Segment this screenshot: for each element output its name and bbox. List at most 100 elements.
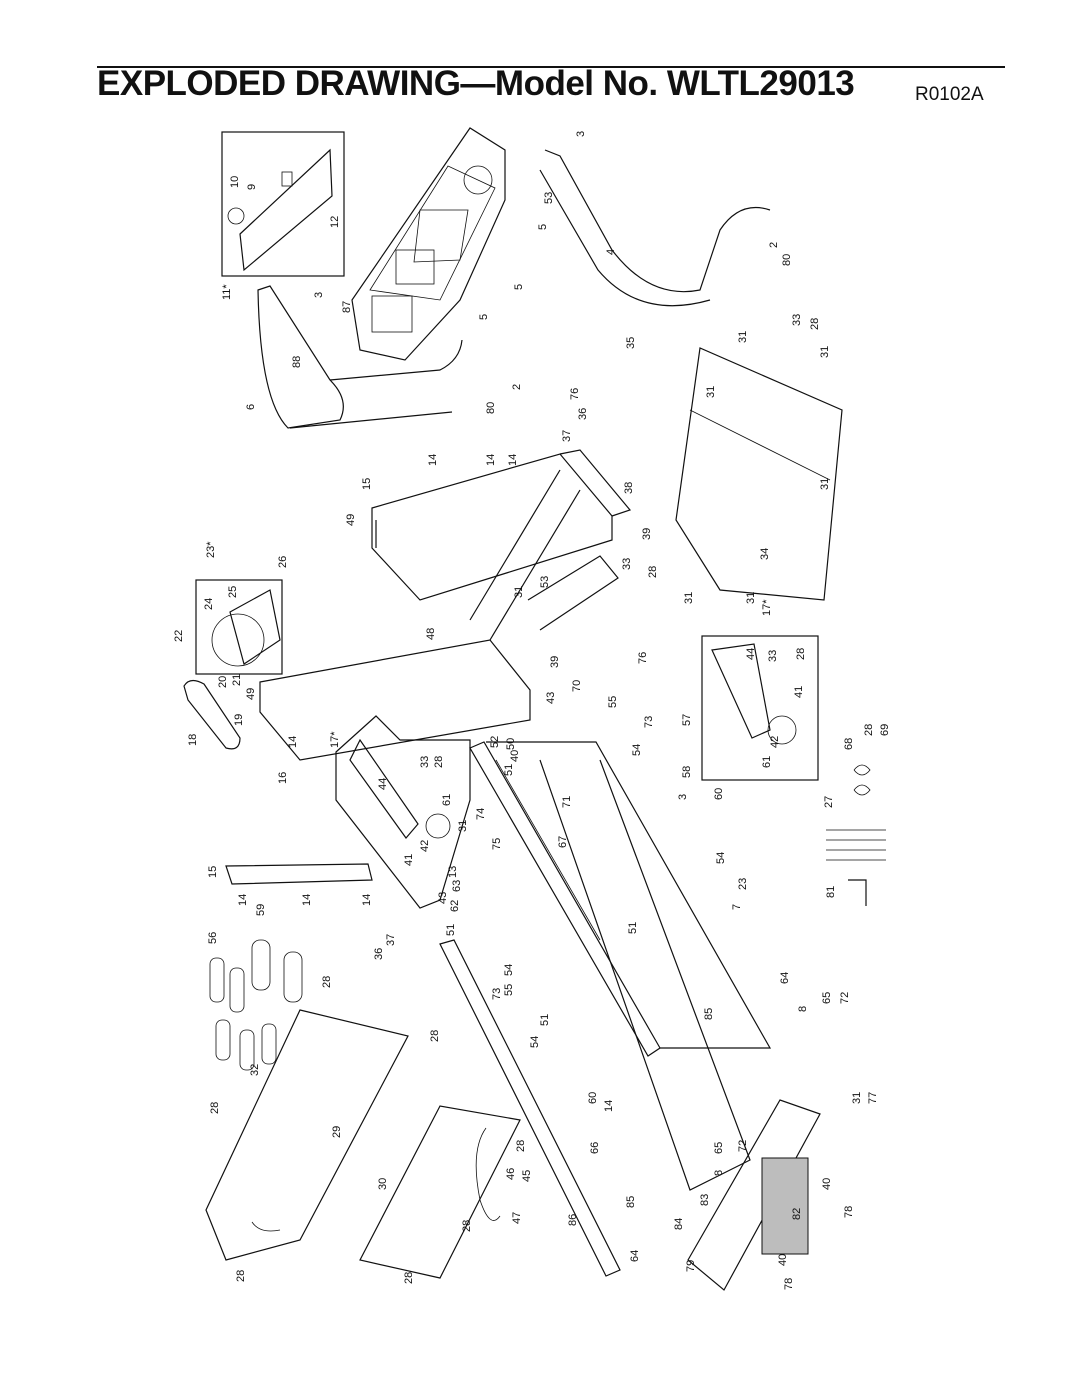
part-callout-48: 48 — [425, 628, 437, 640]
part-callout-41: 41 — [793, 686, 805, 698]
part-callout-23star: 23* — [205, 541, 217, 558]
motor-hood — [675, 347, 843, 601]
front-rail — [225, 863, 373, 885]
part-callout-31: 31 — [457, 820, 469, 832]
part-callout-69: 69 — [879, 724, 891, 736]
part-callout-20: 20 — [217, 676, 229, 688]
part-callout-31: 31 — [745, 592, 757, 604]
part-callout-28: 28 — [429, 1030, 441, 1042]
part-callout-77: 77 — [867, 1092, 879, 1104]
part-callout-28: 28 — [809, 318, 821, 330]
leveler-feet — [209, 939, 303, 1071]
part-callout-3: 3 — [575, 131, 587, 137]
part-callout-17star: 17* — [761, 599, 773, 616]
part-callout-13: 13 — [447, 866, 459, 878]
part-callout-17star: 17* — [329, 731, 341, 748]
part-callout-85: 85 — [625, 1196, 637, 1208]
part-callout-72: 72 — [737, 1140, 749, 1152]
part-callout-5: 5 — [537, 224, 549, 230]
part-callout-46: 46 — [505, 1168, 517, 1180]
part-callout-40: 40 — [821, 1178, 833, 1190]
part-callout-28: 28 — [209, 1102, 221, 1114]
part-callout-76: 76 — [637, 652, 649, 664]
part-callout-31: 31 — [683, 592, 695, 604]
drawing-code: R0102A — [915, 84, 984, 105]
part-callout-60: 60 — [713, 788, 725, 800]
part-callout-73: 73 — [643, 716, 655, 728]
part-callout-82: 82 — [791, 1208, 803, 1220]
part-callout-42: 42 — [769, 736, 781, 748]
part-callout-54: 54 — [529, 1036, 541, 1048]
part-callout-28: 28 — [515, 1140, 527, 1152]
part-callout-86: 86 — [567, 1214, 579, 1226]
part-callout-42: 42 — [419, 840, 431, 852]
part-callout-64: 64 — [629, 1250, 641, 1262]
part-callout-8: 8 — [797, 1006, 809, 1012]
part-callout-12: 12 — [329, 216, 341, 228]
part-callout-36: 36 — [373, 948, 385, 960]
part-callout-24: 24 — [203, 598, 215, 610]
part-callout-78: 78 — [783, 1278, 795, 1290]
part-callout-23: 23 — [737, 878, 749, 890]
part-callout-14: 14 — [237, 894, 249, 906]
part-callout-54: 54 — [715, 852, 727, 864]
part-callout-74: 74 — [475, 808, 487, 820]
part-callout-66: 66 — [589, 1142, 601, 1154]
part-callout-75: 75 — [491, 838, 503, 850]
motor-hood-lower — [205, 1009, 409, 1261]
part-callout-31: 31 — [737, 331, 749, 343]
part-callout-44: 44 — [745, 648, 757, 660]
part-callout-28: 28 — [795, 648, 807, 660]
part-callout-31: 31 — [819, 346, 831, 358]
part-callout-16: 16 — [277, 772, 289, 784]
part-callout-65: 65 — [713, 1142, 725, 1154]
part-callout-14: 14 — [361, 894, 373, 906]
part-callout-33: 33 — [419, 756, 431, 768]
part-callout-32: 32 — [249, 1064, 261, 1076]
part-callout-2: 2 — [511, 384, 523, 390]
front-roller-inset — [335, 715, 471, 909]
part-callout-76: 76 — [569, 388, 581, 400]
part-callout-5: 5 — [513, 284, 525, 290]
part-callout-38: 38 — [623, 482, 635, 494]
part-callout-63: 63 — [451, 880, 463, 892]
page-title: EXPLODED DRAWING—Model No. WLTL29013 — [97, 64, 855, 103]
deck-frame — [439, 741, 772, 1277]
part-callout-88: 88 — [291, 356, 303, 368]
part-callout-14: 14 — [603, 1100, 615, 1112]
part-callout-40: 40 — [777, 1254, 789, 1266]
part-callout-15: 15 — [207, 866, 219, 878]
part-callout-40: 40 — [509, 750, 521, 762]
part-callout-51: 51 — [445, 924, 457, 936]
part-callout-18: 18 — [187, 734, 199, 746]
part-callout-84: 84 — [673, 1218, 685, 1230]
part-callout-29: 29 — [331, 1126, 343, 1138]
part-callout-14: 14 — [287, 736, 299, 748]
part-callout-53: 53 — [539, 576, 551, 588]
part-callout-47: 47 — [511, 1212, 523, 1224]
part-callout-60: 60 — [587, 1092, 599, 1104]
title-rule — [97, 66, 1005, 68]
part-callout-33: 33 — [621, 558, 633, 570]
part-callout-72: 72 — [839, 992, 851, 1004]
part-callout-34: 34 — [759, 548, 771, 560]
part-callout-58: 58 — [681, 766, 693, 778]
motor-inset — [195, 579, 283, 675]
part-callout-87: 87 — [341, 301, 353, 313]
part-callout-14: 14 — [485, 454, 497, 466]
part-callout-25: 25 — [227, 586, 239, 598]
part-callout-55: 55 — [503, 984, 515, 996]
part-callout-79: 79 — [685, 1260, 697, 1272]
part-callout-81: 81 — [825, 886, 837, 898]
part-callout-61: 61 — [441, 794, 453, 806]
rear-endcap — [687, 1099, 821, 1291]
part-callout-50: 50 — [505, 738, 517, 750]
part-callout-83: 83 — [699, 1194, 711, 1206]
part-callout-28: 28 — [403, 1272, 415, 1284]
part-callout-11star: 11* — [221, 284, 233, 300]
part-callout-21: 21 — [231, 674, 243, 686]
part-callout-39: 39 — [641, 528, 653, 540]
part-callout-44: 44 — [377, 778, 389, 790]
part-callout-80: 80 — [781, 254, 793, 266]
